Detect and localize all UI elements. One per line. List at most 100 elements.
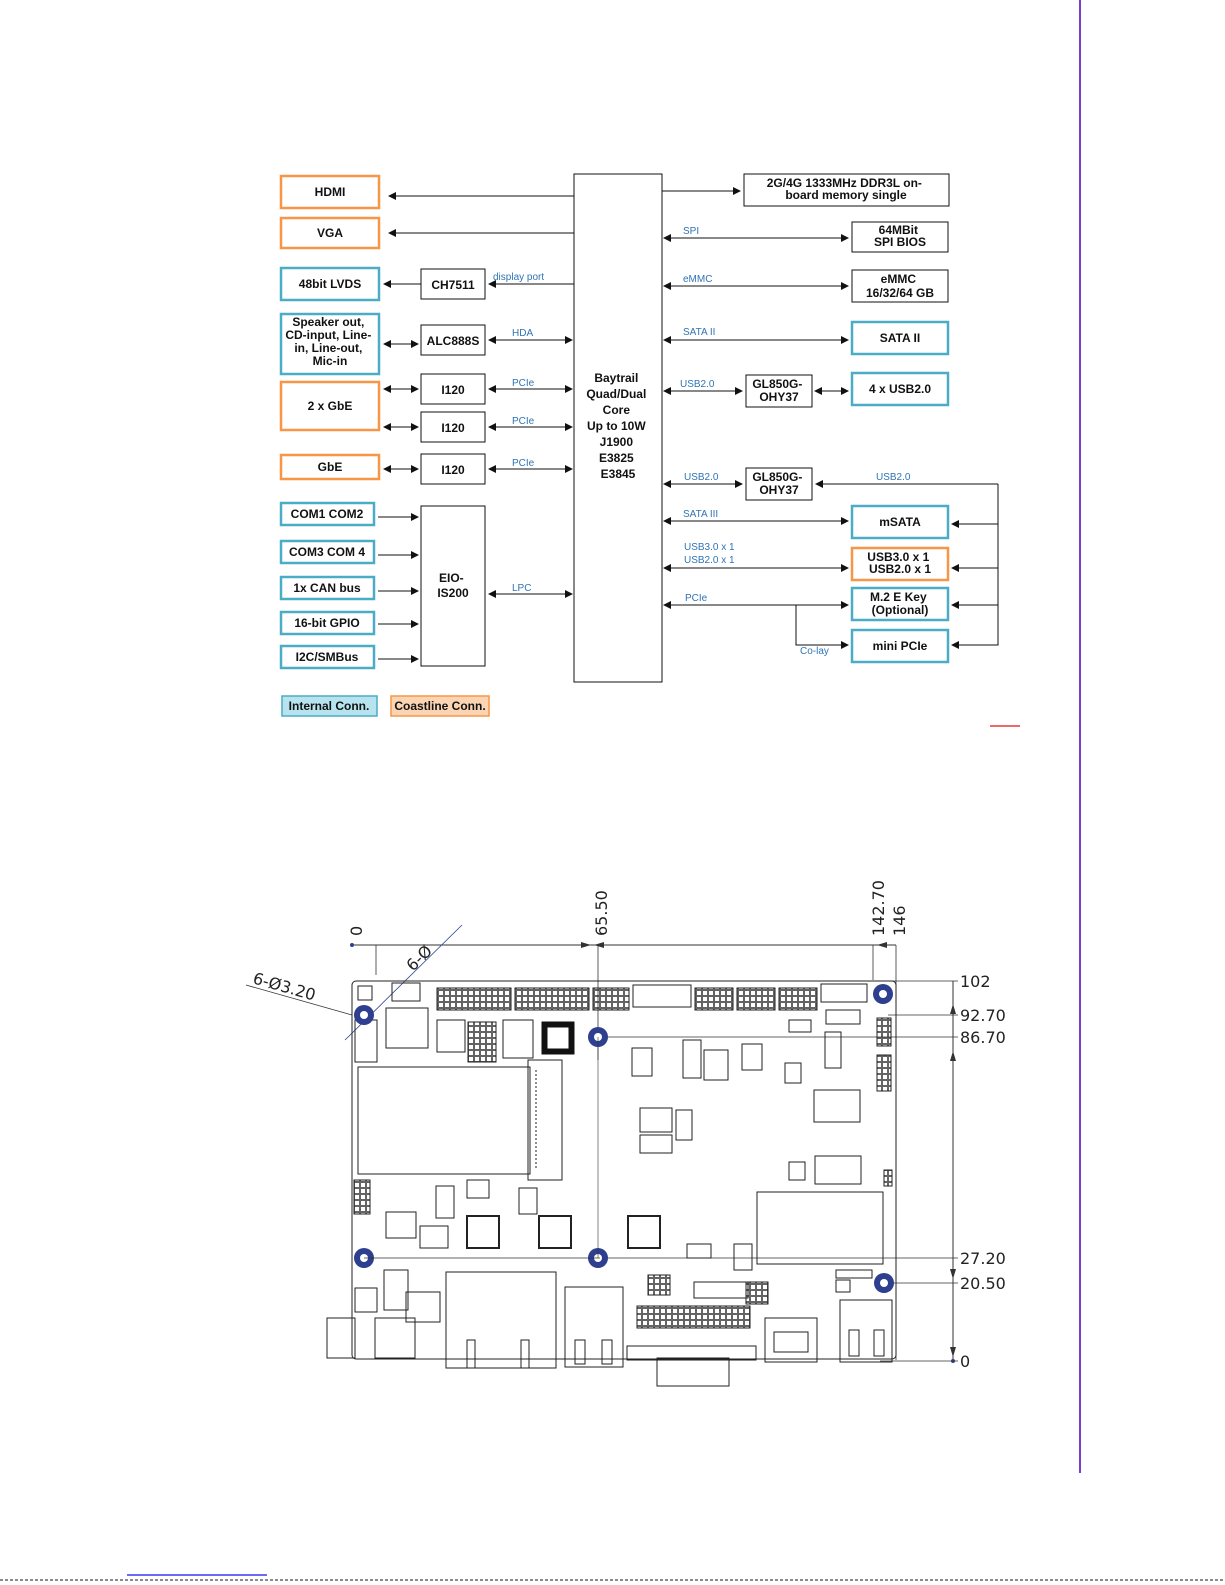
- usb4-label: 4 x USB2.0: [869, 382, 931, 396]
- signal-usb20-3: USB2.0: [876, 472, 911, 483]
- signal-pcie-4: PCIe: [685, 593, 708, 604]
- legend-coastline-swatch: [390, 695, 490, 717]
- pcb-board: [326, 980, 897, 1387]
- block-diagram: Baytrail Quad/Dual Core Up to 10W J1900 …: [279, 173, 1020, 727]
- can-block: [279, 575, 376, 601]
- signal-pcie-2: PCIe: [512, 416, 535, 427]
- sata-block: [850, 320, 950, 356]
- gl850-1-chip: [745, 374, 813, 408]
- emmc-block: [851, 269, 949, 303]
- legend-internal-swatch: [281, 695, 378, 717]
- signal-usb20-1: USB2.0: [680, 379, 715, 390]
- ch7511-label: CH7511: [431, 278, 475, 292]
- gbe-block: [279, 453, 381, 481]
- signal-usb20x1: USB2.0 x 1: [684, 555, 735, 566]
- top-dim-65-50: 65.50: [592, 890, 611, 936]
- alc-label: ALC888S: [427, 334, 480, 348]
- cpu-label: Baytrail Quad/Dual Core Up to 10W J1900 …: [586, 371, 649, 481]
- right-dim-20-50: 20.50: [960, 1274, 1006, 1293]
- i2c-block: [279, 644, 376, 670]
- right-dim-0: 0: [960, 1352, 970, 1371]
- gpio-label: 16-bit GPIO: [294, 616, 359, 630]
- signal-pcie-1: PCIe: [512, 378, 535, 389]
- hdmi-label: HDMI: [315, 185, 346, 199]
- right-dim-86-70: 86.70: [960, 1028, 1006, 1047]
- i2c-label: I2C/SMBus: [296, 650, 359, 664]
- gbe-label: GbE: [318, 460, 343, 474]
- mounting-holes: [354, 984, 894, 1293]
- com12-block: [279, 501, 376, 527]
- mounting-hole: [874, 1273, 894, 1293]
- gpio-block: [279, 610, 376, 636]
- i120b-chip: [420, 411, 486, 443]
- memory-block: [743, 173, 950, 207]
- vga-block: [279, 216, 381, 250]
- mounting-hole: [354, 1005, 374, 1025]
- left-connections: [378, 192, 574, 663]
- com34-block: [279, 539, 376, 565]
- signal-colay: Co-lay: [800, 646, 829, 657]
- m2-label: M.2 E Key (Optional): [870, 590, 930, 617]
- signal-usb20-2: USB2.0: [684, 472, 719, 483]
- hole-callout-short: 6-Ø: [402, 941, 436, 975]
- spi-block: [851, 221, 949, 253]
- right-dim-102: 102: [960, 972, 991, 991]
- i120b-label: I120: [441, 421, 465, 435]
- signal-pcie-3: PCIe: [512, 458, 535, 469]
- audio-label: Speaker out, CD-input, Line- in, Line-ou…: [285, 315, 374, 368]
- hole-callout-long: 6-Ø3.20: [251, 969, 318, 1005]
- msata-label: mSATA: [879, 515, 921, 529]
- top-dim-142-70: 142.70: [869, 880, 888, 936]
- audio-block: [279, 312, 381, 376]
- mounting-hole: [873, 984, 893, 1004]
- signal-display-port: display port: [493, 272, 544, 283]
- right-connections: [662, 187, 999, 649]
- gl850-1-label: GL850G- OHY37: [752, 377, 805, 404]
- spi-label: 64MBit SPI BIOS: [874, 223, 926, 249]
- can-label: 1x CAN bus: [293, 581, 361, 595]
- i120c-label: I120: [441, 463, 465, 477]
- gbe2-label: 2 x GbE: [308, 399, 353, 413]
- ch7511-chip: [420, 268, 486, 300]
- top-dim-146: 146: [890, 905, 909, 936]
- cpu-block: [573, 173, 663, 683]
- gl850-2-label: GL850G- OHY37: [752, 470, 805, 497]
- minipcie-label: mini PCIe: [873, 639, 928, 653]
- i120a-label: I120: [441, 383, 465, 397]
- minipcie-block: [850, 628, 950, 664]
- signal-usb30x1: USB3.0 x 1: [684, 542, 735, 553]
- legend-internal-label: Internal Conn.: [289, 699, 370, 713]
- usb30-block: [850, 546, 950, 582]
- right-dim-92-70: 92.70: [960, 1006, 1006, 1025]
- hdmi-block: [279, 174, 381, 210]
- legend-coastline-label: Coastline Conn.: [394, 699, 485, 713]
- signal-spi: SPI: [683, 226, 699, 237]
- top-dim-0: 0: [347, 926, 366, 936]
- msata-block: [850, 504, 950, 540]
- signal-sata2: SATA II: [683, 327, 715, 338]
- eio-label: EIO- IS200: [437, 571, 469, 600]
- sata-label: SATA II: [880, 331, 920, 345]
- signal-sata3: SATA III: [683, 509, 718, 520]
- i120c-chip: [420, 453, 486, 485]
- vga-label: VGA: [317, 226, 343, 240]
- com12-label: COM1 COM2: [291, 507, 364, 521]
- emmc-label: eMMC 16/32/64 GB: [866, 272, 934, 300]
- usb30-label: USB3.0 x 1 USB2.0 x 1: [867, 550, 932, 576]
- gl850-2-chip: [745, 467, 813, 501]
- right-dim-27-20: 27.20: [960, 1249, 1006, 1268]
- usb4-block: [850, 371, 950, 407]
- memory-label: 2G/4G 1333MHz DDR3L on- board memory sin…: [767, 176, 926, 202]
- com34-label: COM3 COM 4: [289, 545, 365, 559]
- i120a-chip: [420, 373, 486, 405]
- gbe2-block: [279, 380, 381, 432]
- m2-block: [850, 586, 950, 622]
- signal-lpc: LPC: [512, 583, 531, 594]
- mechanical-drawing: 0 65.50 142.70 146 102 92.70 86.70 27.20…: [245, 880, 1006, 1371]
- signal-emmc: eMMC: [683, 274, 712, 285]
- lvds-block: [279, 266, 381, 302]
- eio-chip: [420, 505, 486, 667]
- lvds-label: 48bit LVDS: [299, 277, 361, 291]
- alc-chip: [420, 324, 486, 356]
